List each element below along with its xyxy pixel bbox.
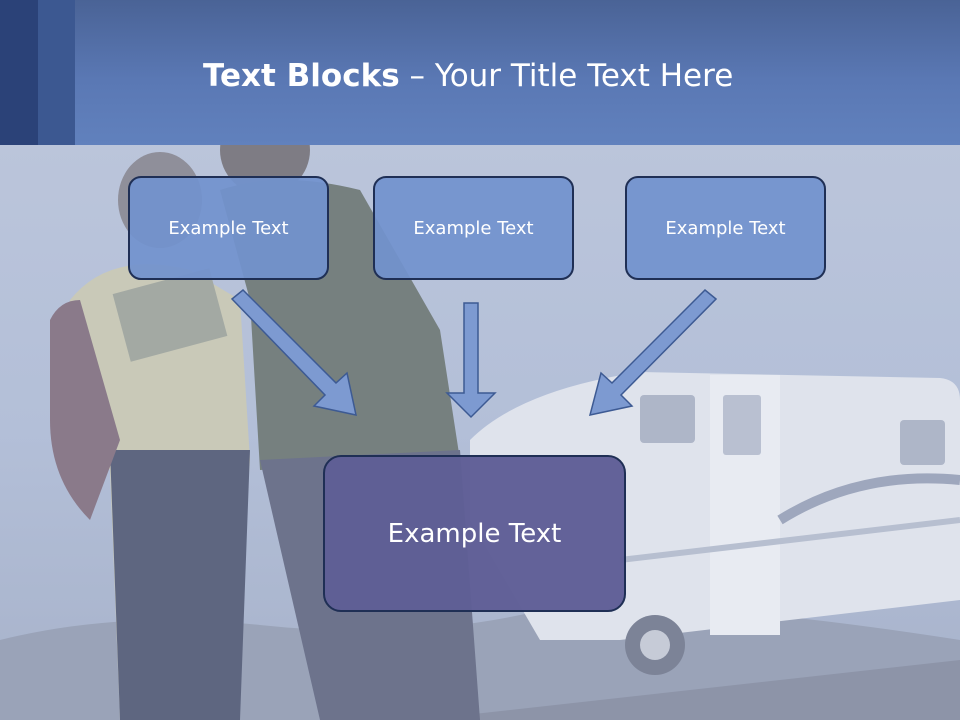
title-dash: – bbox=[399, 58, 435, 94]
header-accent-dark bbox=[0, 0, 38, 145]
header-band bbox=[0, 0, 960, 145]
text-block-1[interactable]: Example Text bbox=[128, 176, 329, 280]
header-accent-mid bbox=[38, 0, 75, 145]
text-block-main[interactable]: Example Text bbox=[323, 455, 626, 612]
text-block-2[interactable]: Example Text bbox=[373, 176, 574, 280]
text-block-main-label: Example Text bbox=[387, 518, 562, 549]
text-block-3[interactable]: Example Text bbox=[625, 176, 826, 280]
arrow-right bbox=[588, 288, 718, 416]
arrow-left bbox=[230, 288, 357, 416]
text-block-2-label: Example Text bbox=[413, 217, 534, 239]
arrow-center bbox=[445, 302, 497, 419]
title-bold: Text Blocks bbox=[203, 58, 400, 94]
title-rest: Your Title Text Here bbox=[434, 58, 734, 94]
slide-title[interactable]: Text Blocks – Your Title Text Here bbox=[203, 56, 733, 96]
text-block-1-label: Example Text bbox=[168, 217, 289, 239]
text-block-3-label: Example Text bbox=[665, 217, 786, 239]
